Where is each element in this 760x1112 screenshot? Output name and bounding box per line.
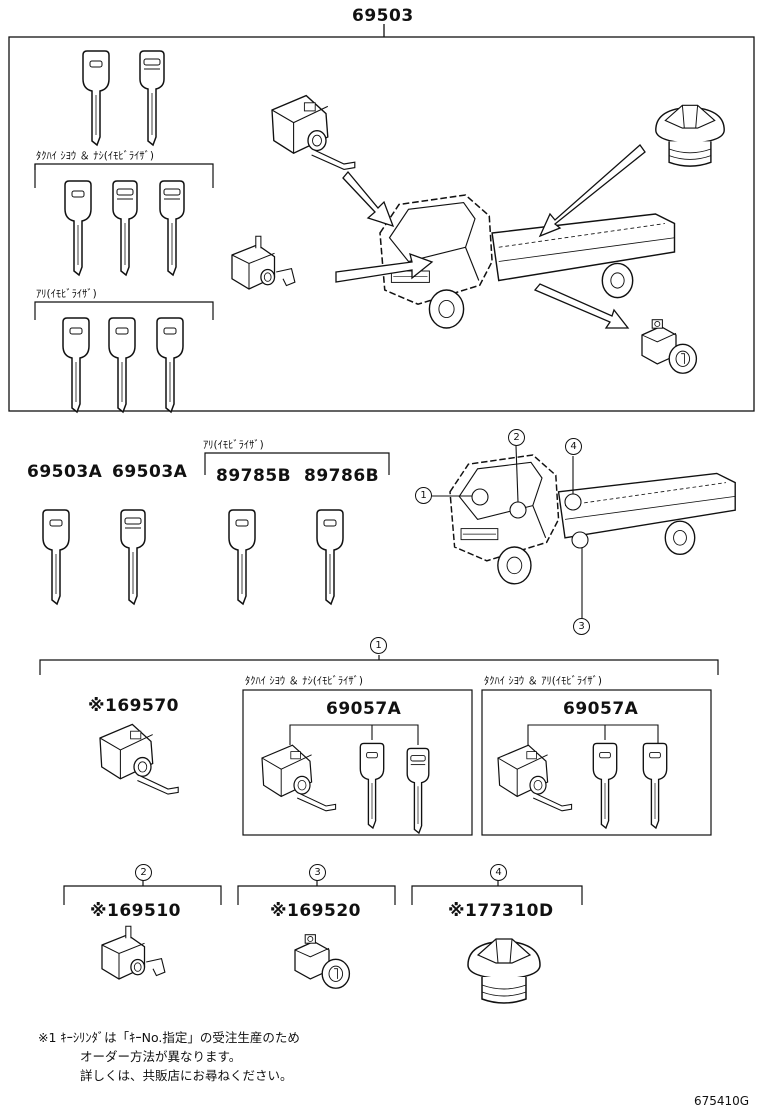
part-169510: ※169510 [90,901,181,921]
key-89786B [316,509,344,605]
set1-key-1 [359,742,385,829]
assembly-arrows [335,144,646,329]
set2-key-2 [642,742,668,829]
bottom-callout-2: 2 [135,864,152,881]
assembly-key-4 [112,180,138,276]
key-number-1: 69503A [27,462,103,482]
group1-callout: 1 [370,637,387,654]
assembly-frame [8,36,755,412]
assembly-key-7 [108,317,136,413]
set1-key-2 [406,747,430,834]
immobilizer-label: ｱﾘ(ｲﾓﾋﾞﾗｲｻﾞ) [203,439,264,451]
assembly-key-6 [62,317,90,413]
assembly-fuel-cap [655,104,725,167]
callout-1: 1 [415,487,432,504]
key-number-2: 69503A [112,462,188,482]
assembly-part-number: 69503 [352,6,414,26]
assembly-key-2 [139,50,165,146]
assembly-key-5 [159,180,185,276]
key-89785B [228,509,256,605]
note-line-1: ※1 ｷｰｼﾘﾝﾀﾞは「ｷｰNo.指定」の受注生産のため [38,1030,300,1045]
box1-part-number: 69057A [326,699,402,719]
key-number-4: 89786B [304,466,380,486]
assembly-glove-cylinder [641,319,698,374]
set2-cylinder [497,744,573,812]
part-169570: ※169570 [88,696,179,716]
callout-3: 3 [573,618,590,635]
assembly-set1-label: ﾀｸﾊｲ ｼﾖｳ ＆ ﾅｼ(ｲﾓﾋﾞﾗｲｻﾞ) [36,150,154,162]
set1-cylinder [261,744,337,812]
part-177310D: ※177310D [448,901,554,921]
key-69503A-2 [120,509,146,605]
bottom-callout-3: 3 [309,864,326,881]
figure-code: 675410G [694,1094,750,1108]
cylinder-169570 [99,723,179,795]
cylinder-169510 [101,925,166,980]
assembly-key-8 [156,317,184,413]
assembly-key-3 [64,180,92,276]
key-number-3: 89785B [216,466,292,486]
box2-part-number: 69057A [563,699,639,719]
fuel-cap-177310D [467,938,541,1004]
set2-key-1 [592,742,618,829]
note-line-3: 詳しくは、共販店にお尋ねください。 [80,1068,293,1083]
bottom-callout-4: 4 [490,864,507,881]
callout-4: 4 [565,438,582,455]
box2-label: ﾀｸﾊｲ ｼﾖｳ ＆ ｱﾘ(ｲﾓﾋﾞﾗｲｻﾞ) [484,675,602,687]
cylinder-169520 [294,934,351,989]
part-169520: ※169520 [270,901,361,921]
assembly-door-cylinder [271,94,356,171]
key-69503A-1 [42,509,70,605]
locator-truck [449,454,736,585]
assembly-key-1 [82,50,110,146]
callout-2: 2 [508,429,525,446]
assembly-set2-label: ｱﾘ(ｲﾓﾋﾞﾗｲｻﾞ) [36,288,97,300]
box1-label: ﾀｸﾊｲ ｼﾖｳ ＆ ﾅｼ(ｲﾓﾋﾞﾗｲｻﾞ) [245,675,363,687]
assembly-ignition-cylinder [231,235,296,290]
note-line-2: オーダー方法が異なります。 [80,1049,242,1064]
